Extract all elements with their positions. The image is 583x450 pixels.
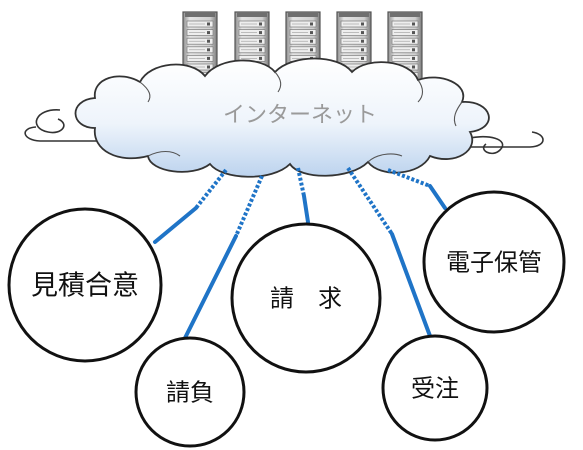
node-invoice: 請 求 (230, 222, 382, 374)
node-contract: 請負 (134, 336, 246, 448)
node-circle (230, 222, 382, 374)
link-contract (183, 175, 264, 340)
link-invoice (296, 167, 310, 224)
cloud-icon: インターネット (24, 57, 544, 178)
node-circle (381, 334, 489, 442)
link-estimate (153, 168, 228, 244)
link-order (346, 166, 432, 338)
node-label-order: 受注 (411, 375, 459, 403)
node-label-invoice: 請 求 (270, 285, 342, 313)
node-label-estimate: 見積合意 (31, 271, 139, 302)
connection-links (153, 166, 447, 340)
node-label-contract: 請負 (166, 379, 214, 407)
node-circle (422, 190, 566, 334)
node-label-storage: 電子保管 (446, 249, 542, 277)
node-circle (134, 336, 246, 448)
node-order: 受注 (381, 334, 489, 442)
node-circle (7, 207, 163, 363)
cloud-label: インターネット (223, 103, 377, 128)
node-estimate: 見積合意 (7, 207, 163, 363)
link-storage (387, 168, 447, 210)
node-storage: 電子保管 (422, 190, 566, 334)
